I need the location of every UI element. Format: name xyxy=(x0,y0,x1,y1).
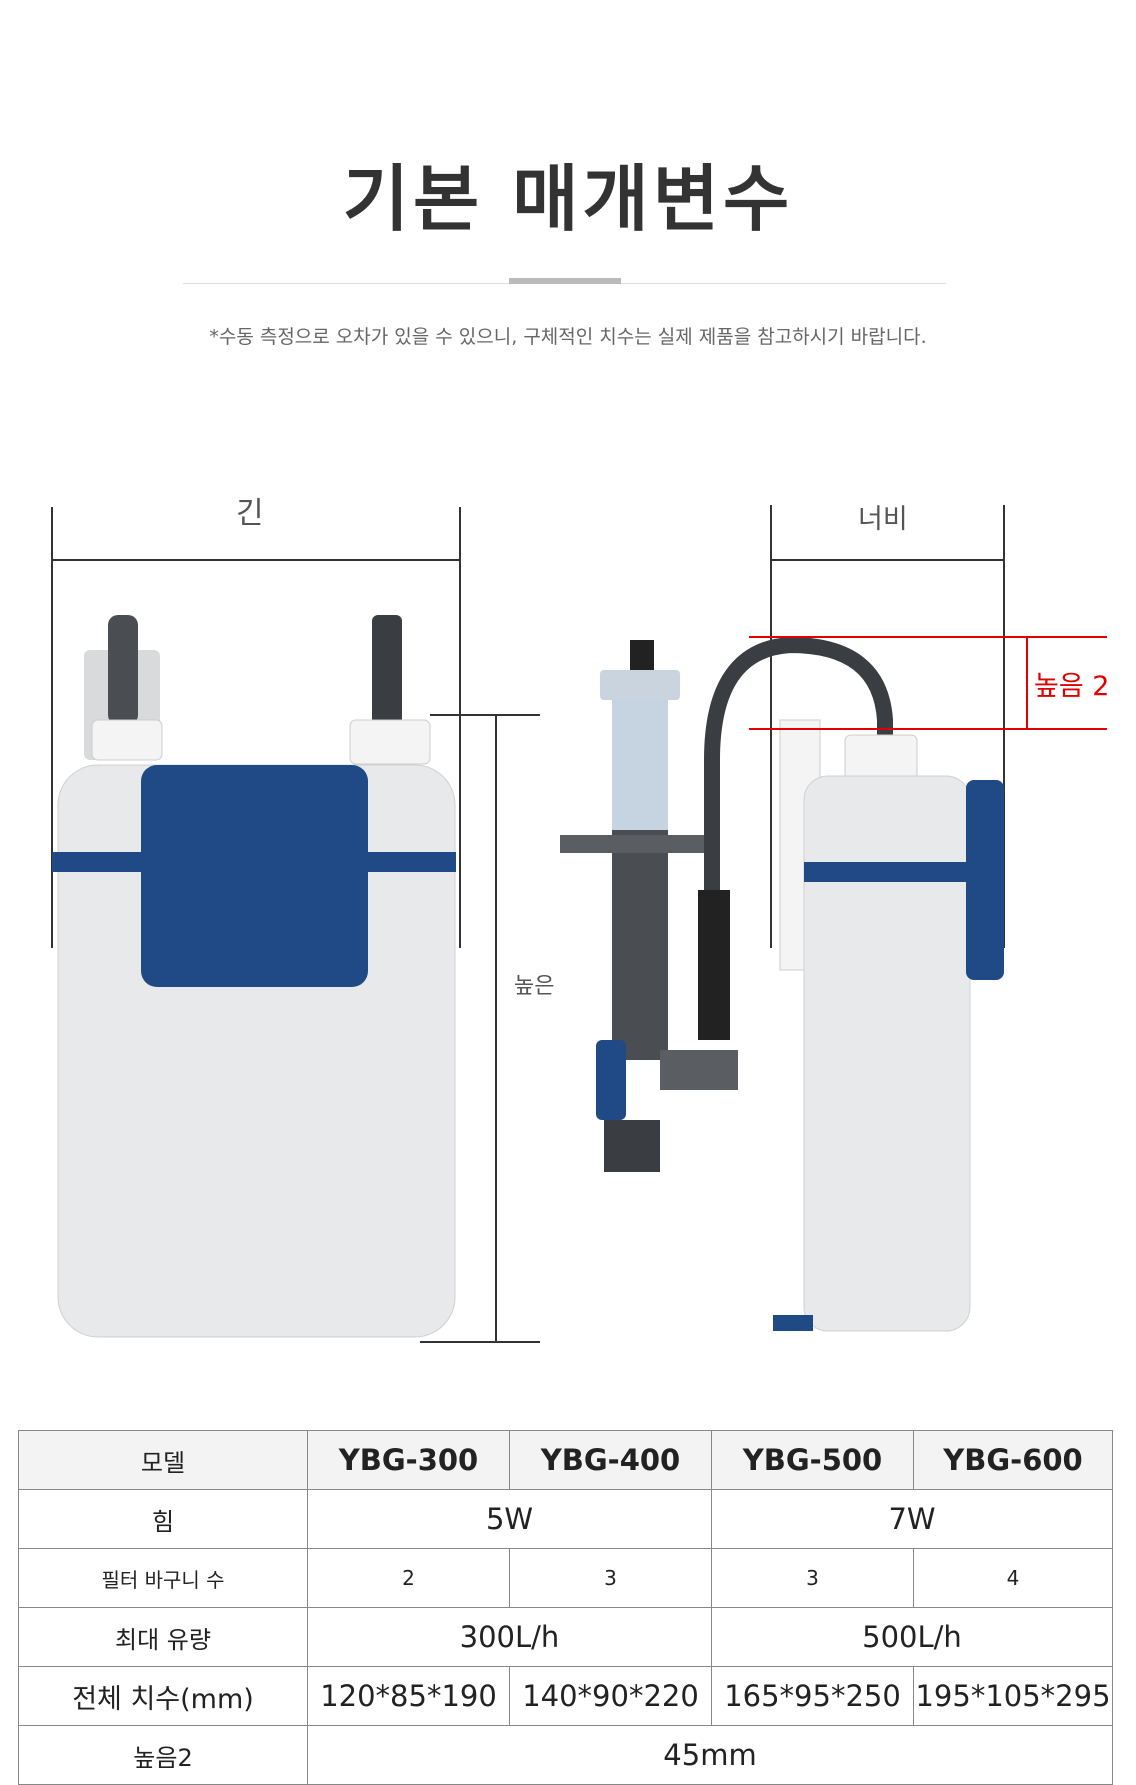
row-label: 힘 xyxy=(18,1489,308,1549)
height-dimension xyxy=(420,714,540,1343)
product-dimension-diagram xyxy=(51,505,1107,1343)
model-cell: YBG-300 xyxy=(307,1430,510,1490)
row-label: 필터 바구니 수 xyxy=(18,1548,308,1608)
table-row-power: 힘 5W 7W xyxy=(18,1489,1113,1549)
table-cell: 140*90*220 xyxy=(509,1666,712,1726)
table-cell: 300L/h xyxy=(307,1607,712,1667)
table-cell: 45mm xyxy=(307,1725,1113,1785)
width-label: 너비 xyxy=(858,504,908,535)
front-view-filter xyxy=(52,615,456,1338)
divider-accent xyxy=(509,278,621,284)
table-header-row: 모델 YBG-300 YBG-400 YBG-500 YBG-600 xyxy=(18,1430,1113,1490)
table-cell: 500L/h xyxy=(711,1607,1113,1667)
spec-table: 모델 YBG-300 YBG-400 YBG-500 YBG-600 힘 5W … xyxy=(18,1430,1113,1785)
row-label: 높음2 xyxy=(18,1725,308,1785)
table-cell: 5W xyxy=(307,1489,712,1549)
height2-label: 높음 2 xyxy=(1034,671,1110,702)
table-cell: 120*85*190 xyxy=(307,1666,510,1726)
model-cell: YBG-400 xyxy=(509,1430,712,1490)
page-title: 기본 매개변수 xyxy=(342,157,794,241)
table-cell: 2 xyxy=(307,1548,510,1608)
side-view-filter xyxy=(560,636,1004,1332)
table-row-dimensions: 전체 치수(mm) 120*85*190 140*90*220 165*95*2… xyxy=(18,1666,1113,1726)
table-cell: 3 xyxy=(509,1548,712,1608)
table-row-flow: 최대 유량 300L/h 500L/h xyxy=(18,1607,1113,1667)
table-row-baskets: 필터 바구니 수 2 3 3 4 xyxy=(18,1548,1113,1608)
table-cell: 7W xyxy=(711,1489,1113,1549)
row-label: 전체 치수(mm) xyxy=(18,1666,308,1726)
table-row-height2: 높음2 45mm xyxy=(18,1725,1113,1785)
height-label: 높은 xyxy=(514,974,555,999)
height2-dimension xyxy=(749,636,1107,730)
table-cell: 165*95*250 xyxy=(711,1666,914,1726)
length-label: 긴 xyxy=(236,496,264,531)
model-cell: YBG-500 xyxy=(711,1430,914,1490)
model-cell: YBG-600 xyxy=(913,1430,1113,1490)
table-cell: 3 xyxy=(711,1548,914,1608)
measurement-note: *수동 측정으로 오차가 있을 수 있으니, 구체적인 치수는 실제 제품을 참… xyxy=(209,326,927,348)
length-dimension xyxy=(51,507,461,948)
table-cell: 4 xyxy=(913,1548,1113,1608)
model-label: 모델 xyxy=(18,1430,308,1490)
table-cell: 195*105*295 xyxy=(913,1666,1113,1726)
row-label: 최대 유량 xyxy=(18,1607,308,1667)
